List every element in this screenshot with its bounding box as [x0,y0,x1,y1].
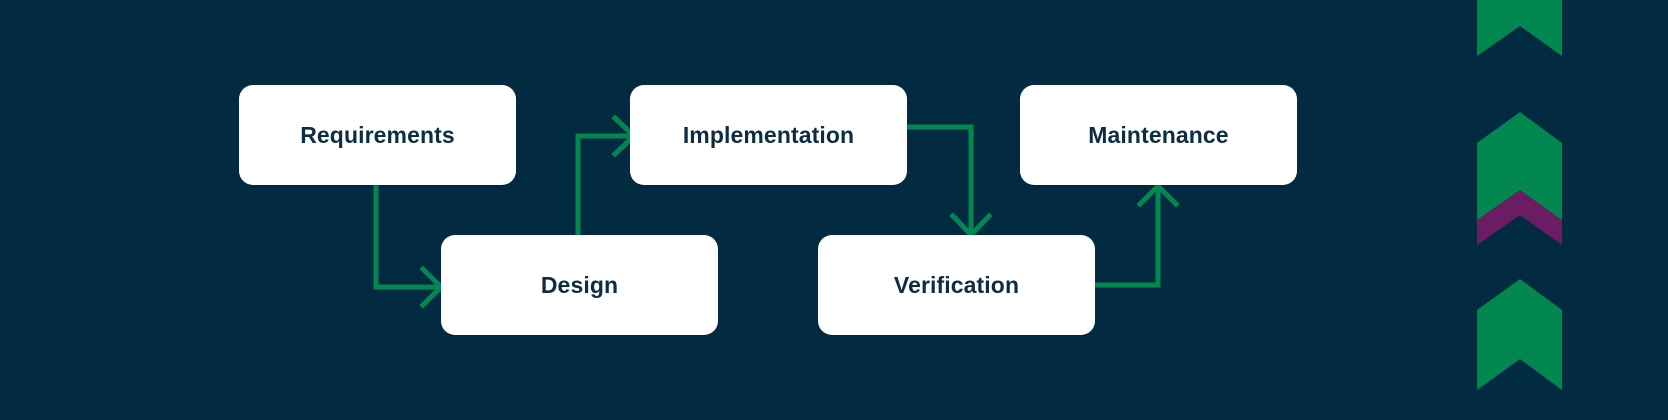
connector-implementation-to-verification [905,124,974,238]
step-implementation-label: Implementation [682,121,855,148]
step-implementation: Implementation [630,85,907,185]
connector-verification-to-maintenance [1094,183,1161,288]
step-verification-label: Verification [893,271,1020,298]
connector-design-to-implementation [575,133,637,237]
chevron-up-icon-purple [1477,190,1562,245]
chevron-up-icon [1477,0,1562,56]
chevron-up-icon [1477,112,1562,220]
connector-requirements-to-design [373,183,442,290]
step-design-label: Design [540,271,619,298]
step-maintenance: Maintenance [1020,85,1297,185]
step-design: Design [441,235,718,335]
step-maintenance-label: Maintenance [1088,121,1229,148]
step-requirements: Requirements [239,85,516,185]
arrowhead-maintenance [1136,182,1180,208]
step-verification: Verification [818,235,1095,335]
chevron-up-icon [1477,279,1562,390]
step-requirements-label: Requirements [300,121,455,148]
arrowhead-design [419,265,445,309]
arrowhead-verification [949,212,993,239]
